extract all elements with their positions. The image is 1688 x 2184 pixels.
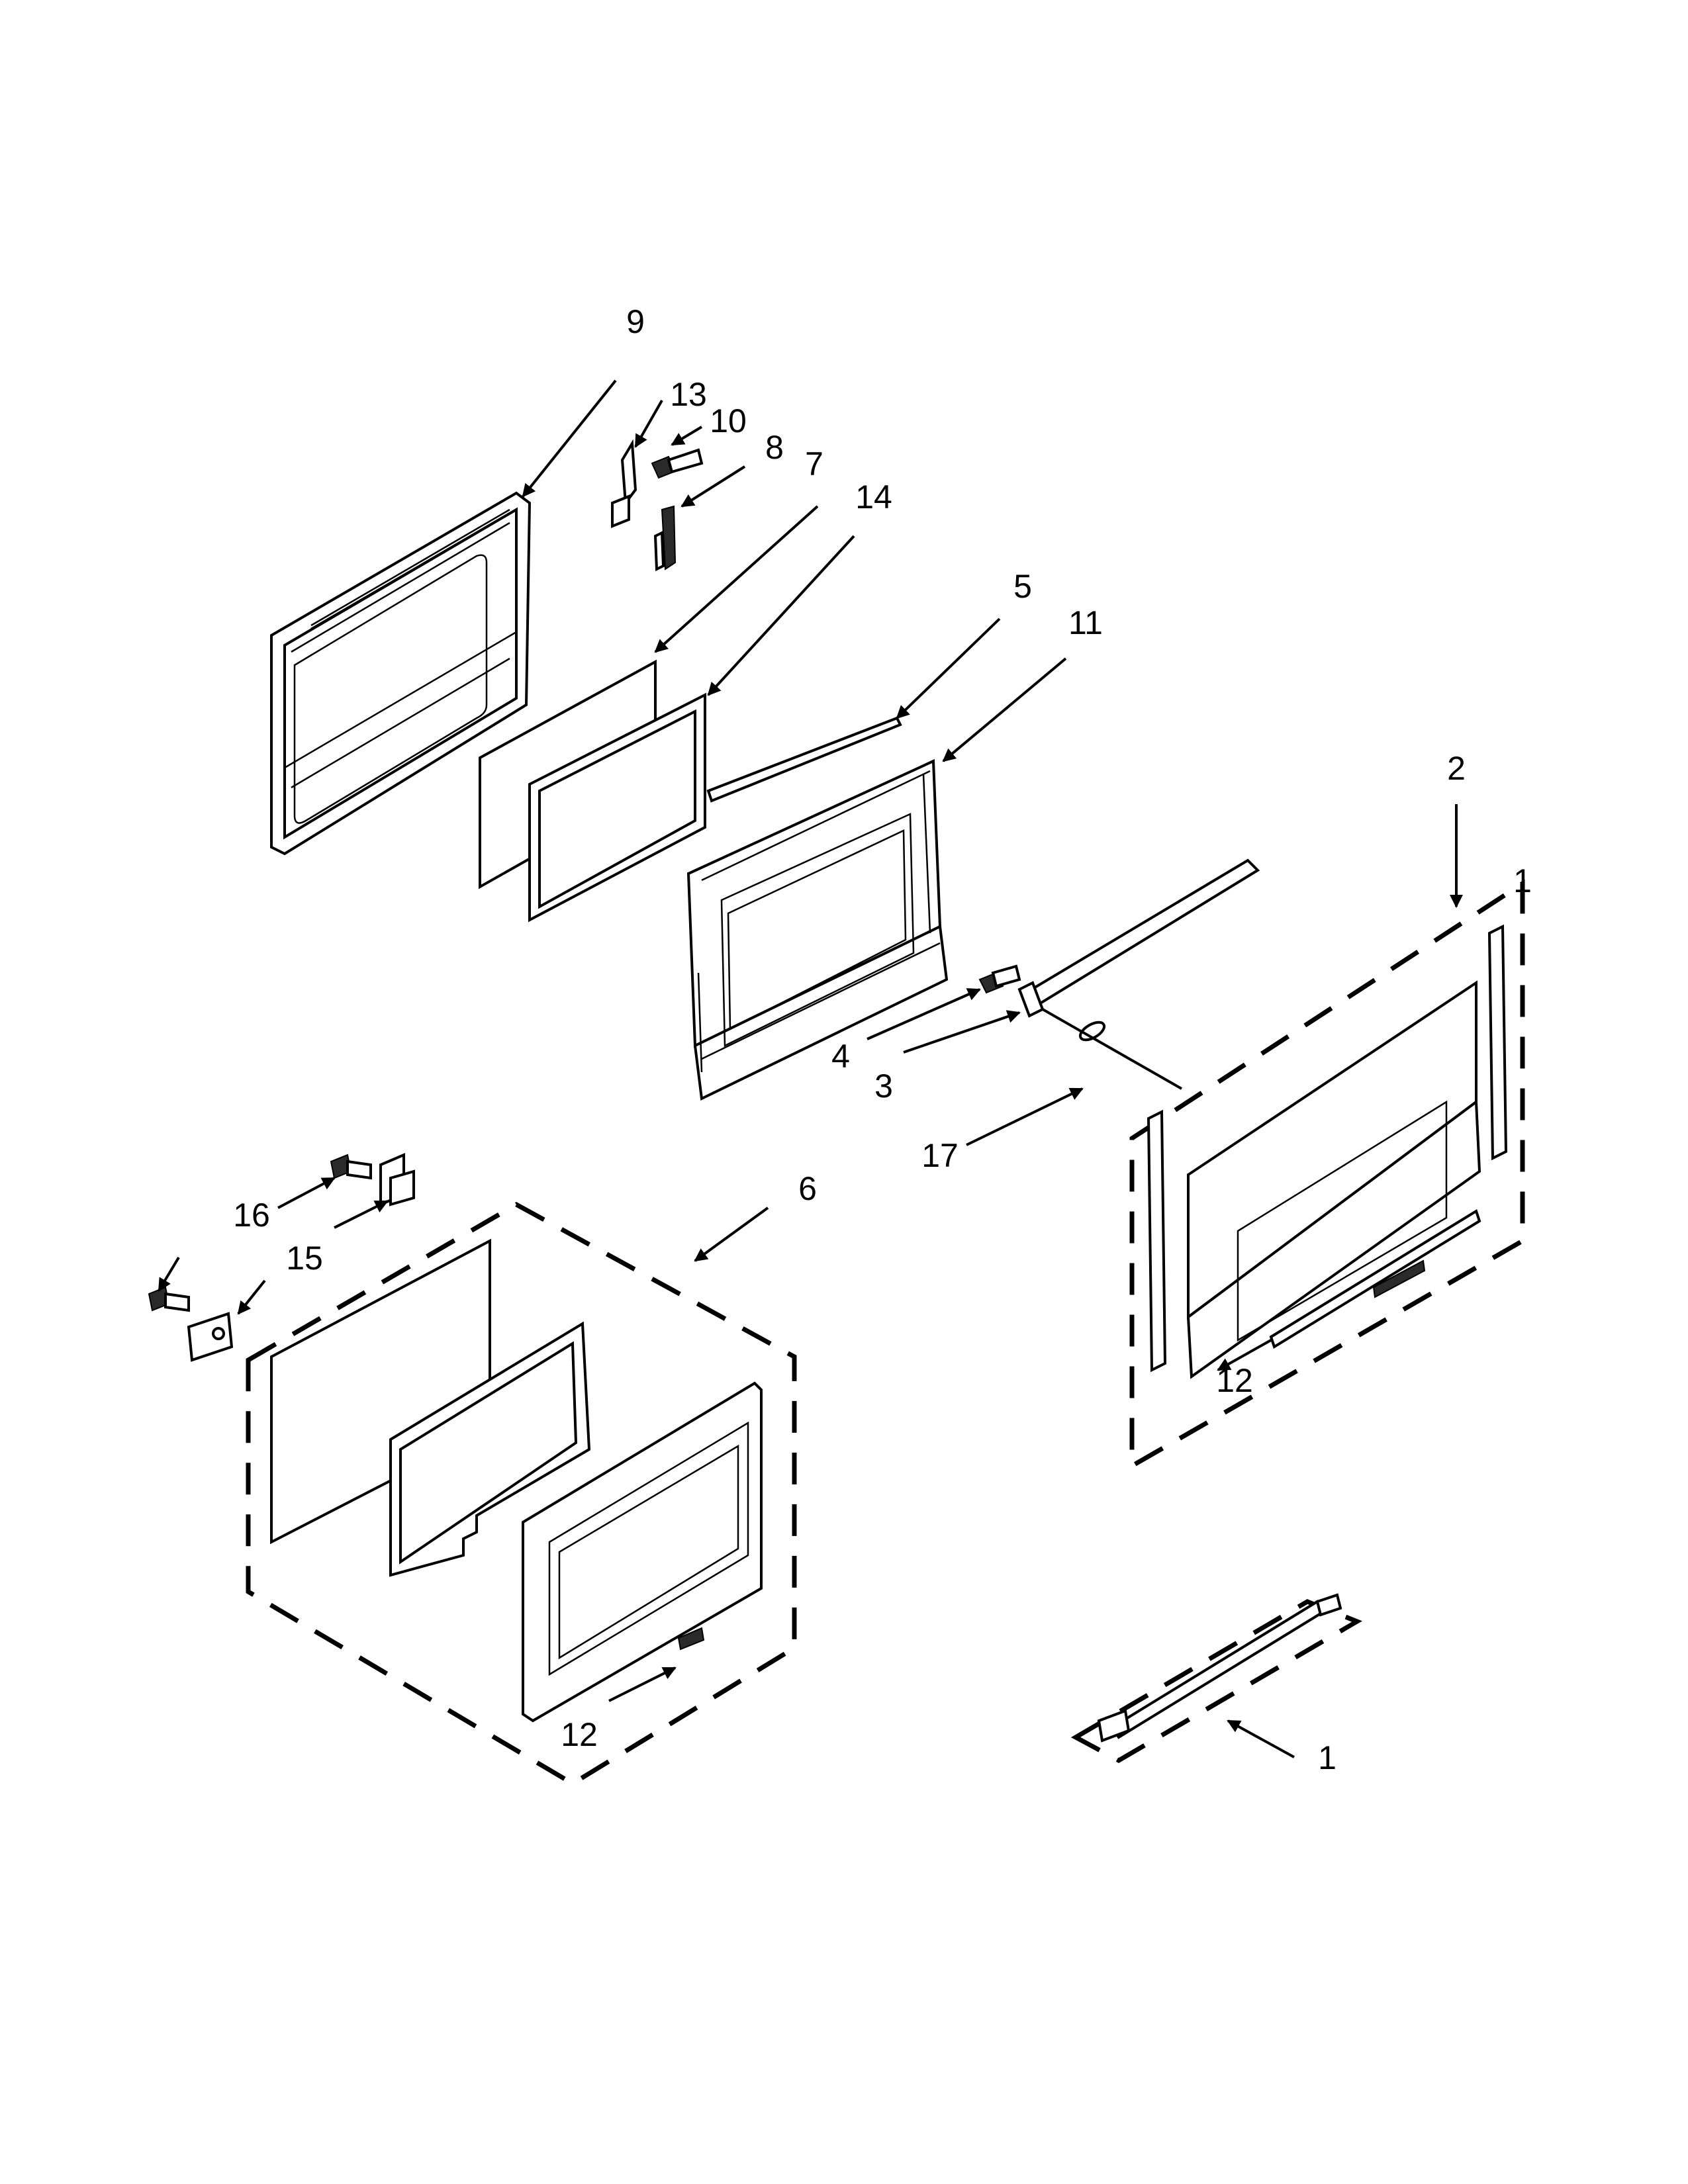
callout-14: 14 <box>855 478 892 516</box>
part-oven-door-assembly <box>246 1201 797 1787</box>
part-outer-door-assembly <box>1129 879 1525 1471</box>
callout-11: 11 <box>1068 604 1103 641</box>
callout-6: 6 <box>798 1170 817 1207</box>
callout-9: 9 <box>626 303 645 340</box>
callout-1b: 1 <box>1318 1739 1336 1776</box>
callout-7: 7 <box>805 445 823 482</box>
callout-1a: 1 <box>1513 862 1532 899</box>
part-inner-door-panel <box>270 491 532 856</box>
part-door-handle <box>1070 1593 1362 1764</box>
callout-labels: 9 13 10 8 7 14 5 11 2 1 4 3 17 16 15 6 1… <box>233 303 1532 1776</box>
part-hinge-bracket-lower <box>187 1312 234 1362</box>
part-hinge-screw-lower <box>148 1286 190 1312</box>
part-door-latch <box>653 505 677 572</box>
part-screw <box>651 448 704 479</box>
callout-15a: 15 <box>286 1240 323 1277</box>
callout-8: 8 <box>765 429 784 466</box>
callout-2: 2 <box>1447 750 1466 787</box>
part-handle-bracket <box>978 858 1260 1090</box>
callout-17: 17 <box>921 1137 959 1174</box>
callout-16: 16 <box>233 1197 270 1234</box>
leader-lines <box>158 379 1463 1758</box>
part-gasket-frame <box>528 692 706 923</box>
callout-12a: 12 <box>1216 1362 1253 1399</box>
callout-5: 5 <box>1013 568 1032 605</box>
callout-4: 4 <box>831 1038 850 1075</box>
callout-3: 3 <box>874 1068 893 1105</box>
part-hinge-clip <box>611 439 637 528</box>
part-hinge-bracket-upper <box>379 1152 415 1207</box>
part-door-channel <box>706 716 902 803</box>
part-hinge-screw-upper <box>330 1154 372 1180</box>
callout-13: 13 <box>670 376 707 413</box>
callout-10: 10 <box>710 402 747 439</box>
callout-12b: 12 <box>561 1716 598 1753</box>
part-door-frame <box>686 758 949 1101</box>
